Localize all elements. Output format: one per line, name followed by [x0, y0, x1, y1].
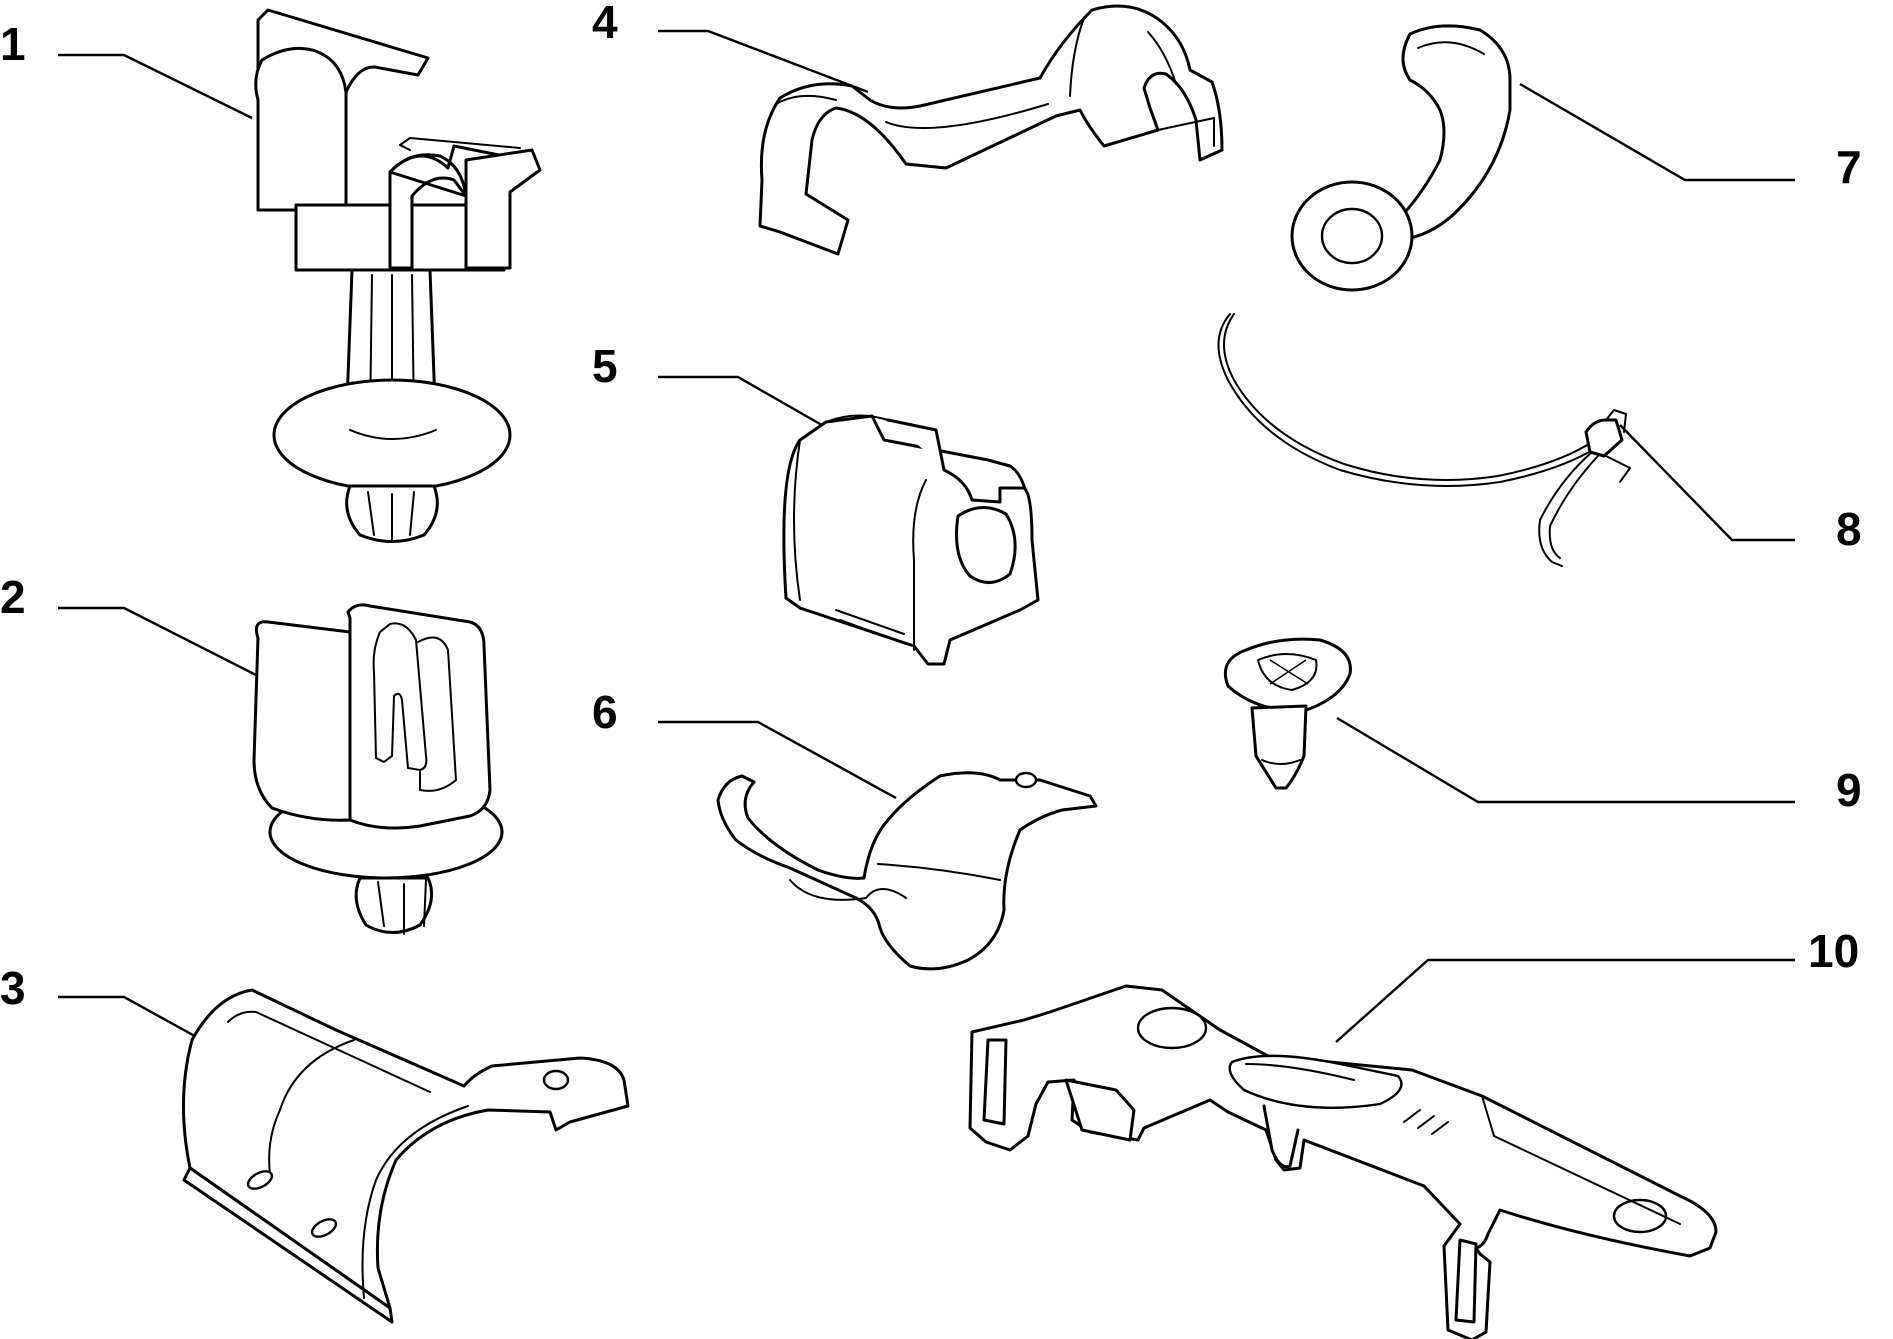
callout-5-number: 5	[592, 340, 618, 392]
part-3-saddle-bracket	[182, 988, 630, 1324]
callout-10-number: 10	[1808, 925, 1859, 977]
part-10-mounting-bracket	[968, 984, 1718, 1339]
callout-1-number: 1	[0, 18, 26, 70]
callout-6-number: 6	[592, 686, 618, 738]
leader-line-6	[658, 720, 897, 800]
part-4-double-pipe-clip	[758, 4, 1224, 256]
callout-8-number: 8	[1836, 503, 1862, 555]
leader-line-7	[1519, 82, 1795, 182]
leader-line-5	[658, 375, 835, 434]
part-6-curved-bracket-clip	[716, 771, 1098, 971]
leader-line-4	[658, 29, 869, 94]
part-2-push-in-clip	[252, 603, 504, 935]
callout-3-number: 3	[0, 962, 26, 1014]
leader-line-9	[1336, 716, 1795, 804]
part-9-push-rivet	[1223, 637, 1352, 790]
part-1-pipe-clip-with-stem	[254, 8, 542, 543]
callout-9-number: 9	[1836, 764, 1862, 816]
leader-line-3	[58, 995, 203, 1042]
callout-4-number: 4	[592, 0, 618, 48]
leader-line-8	[1619, 424, 1795, 542]
leader-line-2	[58, 606, 259, 678]
part-5-square-pipe-clip	[782, 414, 1040, 666]
leader-line-1	[58, 53, 253, 120]
part-7-curved-grommet	[1290, 24, 1512, 292]
part-8-cable-tie	[1217, 313, 1631, 567]
leader-line-10	[1335, 958, 1795, 1043]
callout-7-number: 7	[1836, 141, 1862, 193]
callout-2-number: 2	[0, 571, 26, 623]
